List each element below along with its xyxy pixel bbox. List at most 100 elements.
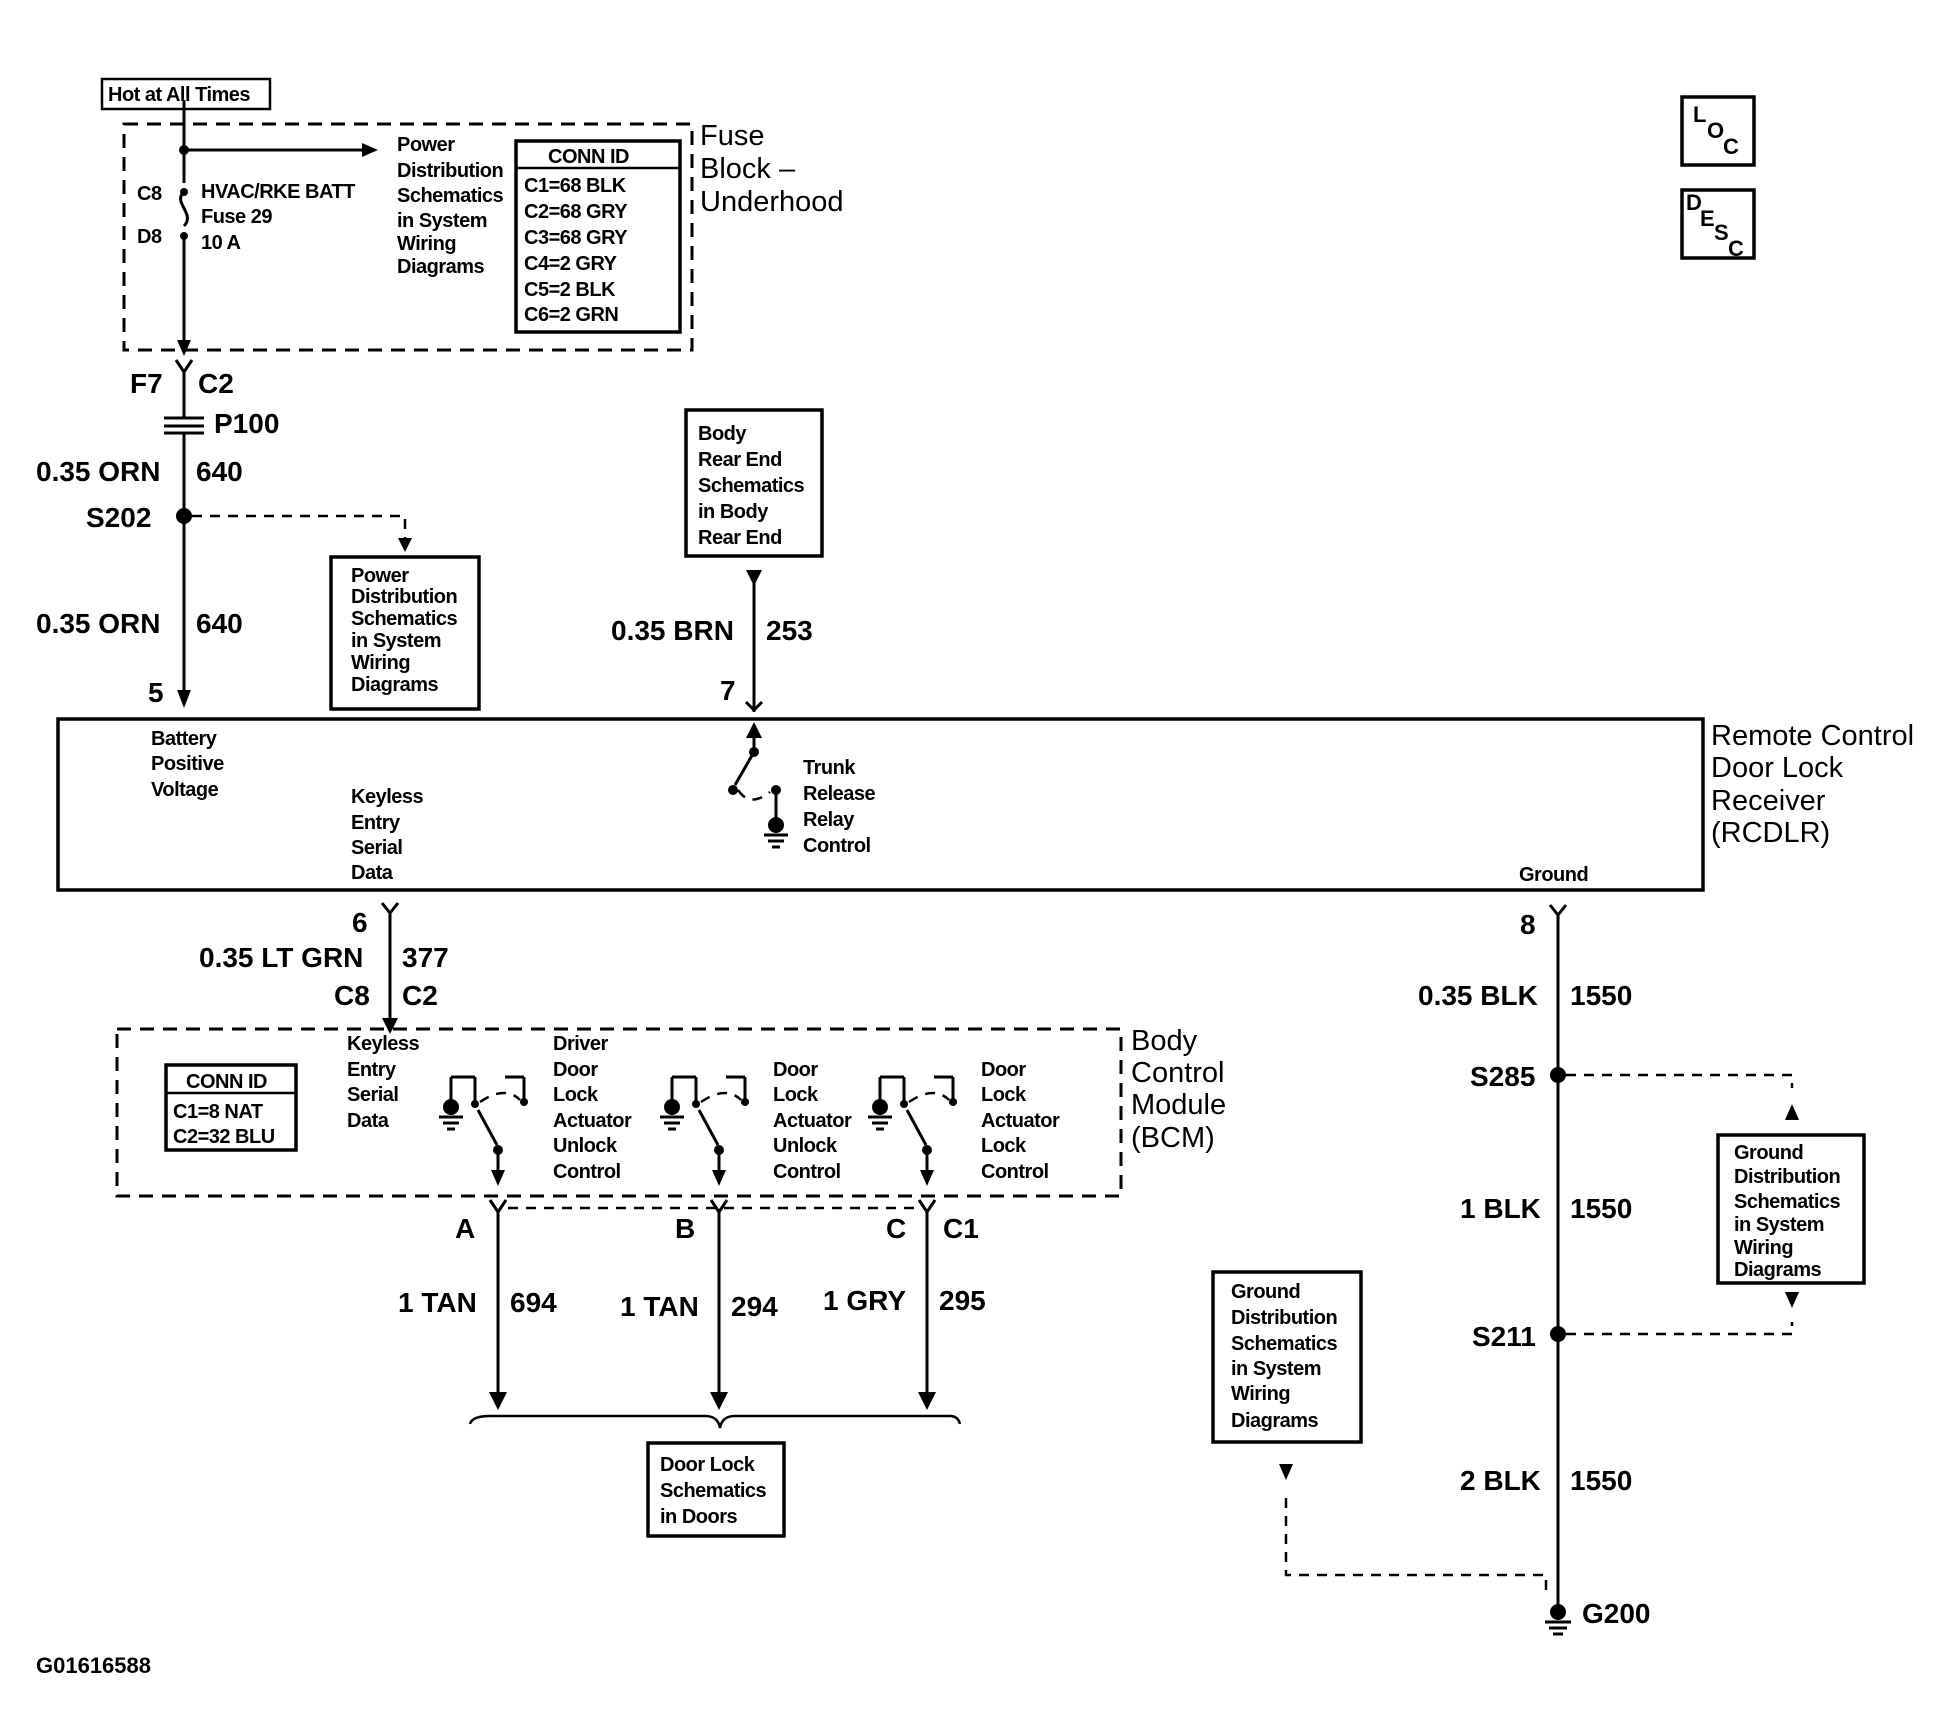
svg-text:1 BLK: 1 BLK — [1460, 1193, 1541, 1224]
svg-text:C1=8 NAT: C1=8 NAT — [173, 1101, 263, 1123]
svg-text:C3=68 GRY: C3=68 GRY — [524, 227, 628, 249]
svg-text:C4=2 GRY: C4=2 GRY — [524, 253, 618, 275]
svg-text:C: C — [1728, 236, 1744, 261]
arrow-right-icon — [362, 143, 378, 157]
svg-text:Distribution: Distribution — [1231, 1307, 1337, 1329]
wire-295-number: 295 — [939, 1285, 986, 1316]
svg-text:CONN ID: CONN ID — [186, 1071, 267, 1093]
svg-text:1550: 1550 — [1570, 1193, 1632, 1224]
fuse-block-title-3: Underhood — [700, 186, 844, 218]
wire-640a-color: 0.35 ORN — [36, 456, 161, 487]
fuse-pin-d8: D8 — [137, 226, 162, 248]
fuse-block-underhood: Fuse Block – Underhood C8 D8 HVAC/RKE BA… — [122, 100, 844, 356]
svg-text:377: 377 — [402, 942, 449, 973]
svg-text:Wiring: Wiring — [1231, 1383, 1290, 1405]
svg-text:Door: Door — [981, 1059, 1026, 1081]
svg-text:Entry: Entry — [351, 812, 401, 834]
svg-text:in System: in System — [1734, 1214, 1824, 1236]
svg-text:C1=68 BLK: C1=68 BLK — [524, 175, 627, 197]
hot-at-all-times-label: Hot at All Times — [100, 77, 272, 111]
svg-text:E: E — [1700, 206, 1715, 231]
svg-text:Body: Body — [1131, 1025, 1198, 1057]
loc-button[interactable]: L O C — [1680, 95, 1756, 167]
svg-text:in Body: in Body — [698, 501, 769, 523]
svg-text:in System: in System — [351, 630, 441, 652]
brace-icon — [468, 1414, 962, 1429]
svg-text:Battery: Battery — [151, 728, 218, 750]
svg-text:Actuator: Actuator — [981, 1110, 1060, 1132]
svg-text:S211: S211 — [1472, 1321, 1536, 1352]
svg-text:Diagrams: Diagrams — [1231, 1410, 1319, 1432]
svg-text:Release: Release — [803, 783, 875, 805]
ground-g200-label: G200 — [1582, 1598, 1651, 1629]
door-lock-output-wires: A B C C1 1 TAN 694 1 TAN 294 1 GRY 295 — [398, 1199, 986, 1429]
svg-text:L: L — [1693, 102, 1706, 127]
svg-text:Wiring: Wiring — [1734, 1237, 1793, 1259]
fuse-symbol-icon — [179, 190, 189, 228]
svg-text:1550: 1550 — [1570, 1465, 1632, 1496]
svg-text:Lock: Lock — [981, 1084, 1027, 1106]
svg-text:Control: Control — [773, 1161, 841, 1183]
svg-text:Control: Control — [981, 1161, 1049, 1183]
splice-s202 — [176, 508, 192, 524]
svg-text:Relay: Relay — [803, 809, 855, 831]
bcm-pin-b: B — [675, 1213, 695, 1244]
svg-text:Module: Module — [1131, 1089, 1226, 1121]
figure-id: G01616588 — [36, 1653, 151, 1678]
wire-694-number: 694 — [510, 1287, 557, 1318]
rcdlr-pin-7: 7 — [720, 675, 736, 706]
fuse-name: HVAC/RKE BATT — [201, 181, 355, 203]
wire-640: F7 C2 P100 0.35 ORN 640 S202 0.35 ORN 64… — [36, 359, 412, 708]
svg-text:in System: in System — [1231, 1358, 1321, 1380]
wire-640b-color: 0.35 ORN — [36, 608, 161, 639]
svg-text:Distribution: Distribution — [351, 586, 457, 608]
svg-text:Rear End: Rear End — [698, 527, 782, 549]
svg-text:Rear End: Rear End — [698, 449, 782, 471]
svg-text:Lock: Lock — [773, 1084, 819, 1106]
wire-295-color: 1 GRY — [823, 1285, 906, 1316]
svg-text:Ground: Ground — [1231, 1281, 1300, 1303]
svg-text:Hot at All Times: Hot at All Times — [108, 84, 250, 106]
fuse-block-title-2: Block – — [700, 153, 796, 185]
svg-text:Remote Control: Remote Control — [1711, 720, 1914, 752]
fuse-number: Fuse 29 — [201, 206, 272, 228]
svg-text:C5=2 BLK: C5=2 BLK — [524, 279, 616, 301]
door-lock-reference: Door Lock Schematics in Doors — [646, 1441, 786, 1538]
ground-distribution-reference-1: Ground Distribution Schematics in System… — [1716, 1133, 1866, 1285]
rcdlr-pin-8: 8 — [1520, 909, 1536, 940]
svg-text:in System: in System — [397, 210, 487, 232]
fuse-conn-id-table: CONN ID C1=68 BLK C2=68 GRY C3=68 GRY C4… — [514, 139, 682, 334]
bcm-connector-c8: C8 — [334, 980, 370, 1011]
svg-text:Door Lock: Door Lock — [1711, 752, 1844, 784]
svg-text:0.35 LT GRN: 0.35 LT GRN — [199, 942, 363, 973]
svg-text:0.35 BRN: 0.35 BRN — [611, 615, 734, 646]
svg-text:in Doors: in Doors — [660, 1506, 737, 1528]
svg-text:Diagrams: Diagrams — [351, 674, 439, 696]
fuse-block-title-1: Fuse — [700, 120, 764, 152]
svg-text:Door: Door — [773, 1059, 818, 1081]
splice-s211 — [1550, 1326, 1566, 1342]
svg-text:C2=32 BLU: C2=32 BLU — [173, 1126, 275, 1148]
svg-text:253: 253 — [766, 615, 813, 646]
svg-text:S285: S285 — [1470, 1061, 1535, 1092]
svg-text:Wiring: Wiring — [397, 233, 456, 255]
driver-unlock-switch-icon — [439, 1075, 528, 1186]
rcdlr-module: Remote Control Door Lock Receiver (RCDLR… — [56, 717, 1914, 892]
svg-text:Ground: Ground — [1519, 864, 1588, 886]
desc-button[interactable]: D E S C — [1680, 188, 1756, 261]
svg-text:Schematics: Schematics — [351, 608, 458, 630]
svg-text:Door Lock: Door Lock — [660, 1454, 756, 1476]
rcdlr-pin-5: 5 — [148, 677, 164, 708]
wire-640a-number: 640 — [196, 456, 243, 487]
wire-640b-number: 640 — [196, 608, 243, 639]
svg-text:Keyless: Keyless — [351, 786, 423, 808]
connector-f7: F7 — [130, 368, 163, 399]
svg-text:Wiring: Wiring — [351, 652, 410, 674]
svg-text:Control: Control — [553, 1161, 621, 1183]
svg-text:Unlock: Unlock — [553, 1135, 618, 1157]
svg-text:Schematics: Schematics — [698, 475, 805, 497]
svg-text:Actuator: Actuator — [773, 1110, 852, 1132]
svg-text:Driver: Driver — [553, 1033, 609, 1055]
door-lock-switch-icon — [868, 1075, 957, 1186]
